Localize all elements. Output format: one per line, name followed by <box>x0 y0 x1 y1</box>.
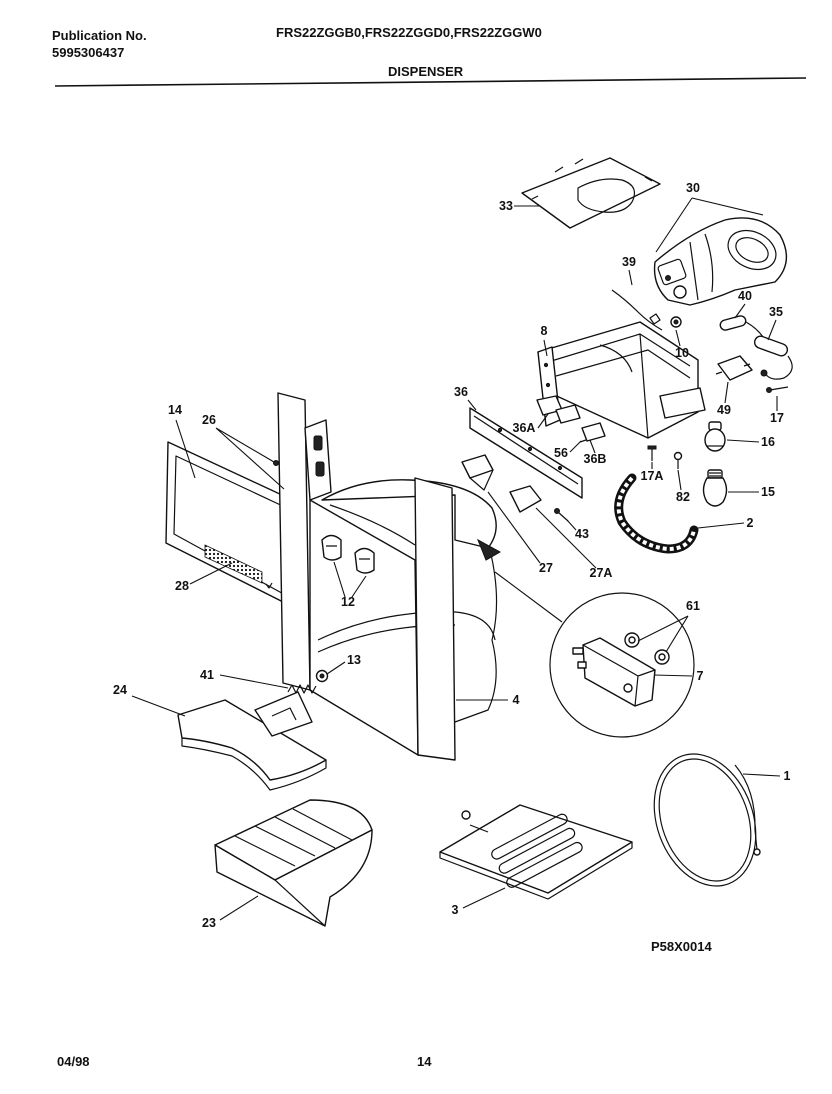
part-1-drawing <box>653 753 761 887</box>
page-number: 14 <box>417 1054 432 1069</box>
model-numbers: FRS22ZGGB0,FRS22ZGGD0,FRS22ZGGW0 <box>276 25 542 40</box>
part-23-drawing <box>214 799 373 927</box>
page-header: Publication No. 5995306437 FRS22ZGGB0,FR… <box>52 25 807 87</box>
callout-28: 28 <box>175 579 189 593</box>
callout-56: 56 <box>554 446 568 460</box>
part-16-drawing <box>704 421 726 452</box>
callout-4: 4 <box>513 693 520 707</box>
part-24-drawing <box>177 691 327 791</box>
callout-27a: 27A <box>590 566 613 580</box>
callout-12: 12 <box>341 595 355 609</box>
callout-39: 39 <box>622 255 636 269</box>
leader-lines <box>131 197 781 921</box>
diagram-code: P58X0014 <box>651 939 712 954</box>
callout-82: 82 <box>676 490 690 504</box>
part-27-drawing <box>461 454 494 491</box>
part-2-drawing <box>614 473 699 554</box>
callout-43: 43 <box>575 527 589 541</box>
callout-36a: 36A <box>513 421 536 435</box>
part-10-drawing <box>670 316 682 328</box>
callout-14: 14 <box>168 403 182 417</box>
callout-1: 1 <box>784 769 791 783</box>
part-35-drawing <box>745 321 793 380</box>
part-39-drawing <box>611 289 663 331</box>
callout-13: 13 <box>347 653 361 667</box>
callout-24: 24 <box>113 683 127 697</box>
callout-labels: 33 30 39 40 35 8 10 36 49 17 14 26 36A 5… <box>113 181 790 930</box>
callout-17a: 17A <box>641 469 664 483</box>
callout-30: 30 <box>686 181 700 195</box>
header-rule <box>54 77 807 87</box>
publication-number: 5995306437 <box>52 45 124 60</box>
part-7-drawing <box>572 637 656 707</box>
part-12-drawing <box>321 534 375 574</box>
part-41-drawing <box>287 684 317 694</box>
publication-label: Publication No. <box>52 28 147 43</box>
part-49-drawing <box>715 355 753 381</box>
part-13-drawing <box>315 669 329 683</box>
part-61-drawing <box>624 632 670 665</box>
callout-40: 40 <box>738 289 752 303</box>
part-4-drawing <box>277 392 502 761</box>
callout-36b: 36B <box>584 452 607 466</box>
callout-8: 8 <box>541 324 548 338</box>
section-title: DISPENSER <box>388 64 464 79</box>
callout-17: 17 <box>770 411 784 425</box>
callout-41: 41 <box>200 668 214 682</box>
callout-23: 23 <box>202 916 216 930</box>
part-40-drawing <box>719 315 747 331</box>
callout-26: 26 <box>202 413 216 427</box>
detail-inset <box>494 571 695 738</box>
callout-3: 3 <box>452 903 459 917</box>
footer-date: 04/98 <box>57 1054 90 1069</box>
callout-16: 16 <box>761 435 775 449</box>
callout-35: 35 <box>769 305 783 319</box>
callout-2: 2 <box>747 516 754 530</box>
callout-27: 27 <box>539 561 553 575</box>
part-17a-drawing <box>647 445 657 461</box>
part-33-drawing <box>521 157 661 229</box>
part-17-drawing <box>766 386 789 393</box>
part-8-36-drawing <box>469 321 706 499</box>
part-27a-drawing <box>509 485 542 513</box>
callout-7: 7 <box>697 669 704 683</box>
part-82-drawing <box>673 451 683 469</box>
part-30-drawing <box>653 217 788 306</box>
callout-10: 10 <box>675 346 689 360</box>
part-15-drawing <box>702 469 728 507</box>
callout-49: 49 <box>717 403 731 417</box>
callout-61: 61 <box>686 599 700 613</box>
part-3-drawing <box>439 804 633 900</box>
callout-36: 36 <box>454 385 468 399</box>
part-43-drawing <box>554 508 569 522</box>
callout-15: 15 <box>761 485 775 499</box>
callout-33: 33 <box>499 199 513 213</box>
